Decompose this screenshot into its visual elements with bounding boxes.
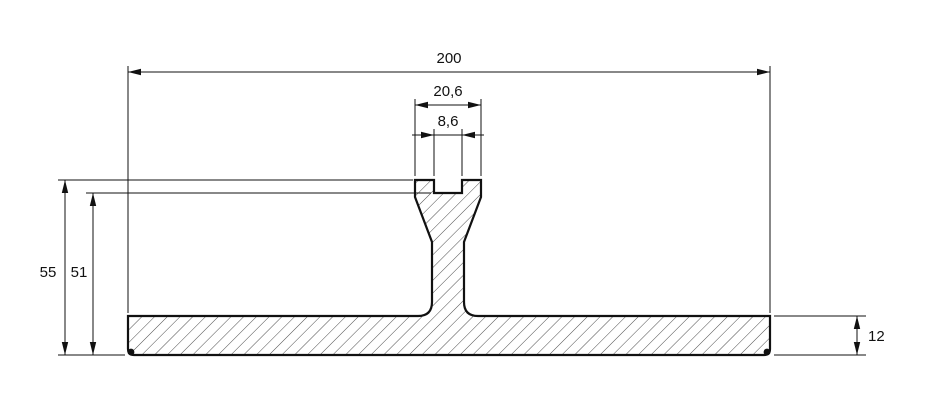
arrowhead <box>468 101 481 109</box>
dim-label-total-width: 200 <box>436 50 461 67</box>
dim-total-height: 55 <box>40 179 413 356</box>
corner-dot-right <box>763 348 771 356</box>
dim-label-total-height: 55 <box>40 264 57 281</box>
arrowhead <box>853 316 861 329</box>
arrowhead <box>89 193 97 206</box>
arrowhead <box>61 180 69 193</box>
arrowhead <box>128 68 141 76</box>
corner-dot-left <box>127 348 135 356</box>
arrowhead <box>61 342 69 355</box>
arrowhead <box>462 131 475 139</box>
arrowhead <box>89 342 97 355</box>
arrowhead <box>415 101 428 109</box>
dim-total-width: 200 <box>127 50 771 313</box>
dim-label-inner-height: 51 <box>71 264 88 281</box>
dim-slot-width: 8,6 <box>412 113 484 176</box>
dim-label-head-width: 20,6 <box>433 83 462 100</box>
t-profile-section <box>126 178 772 357</box>
dim-label-flange-thickness: 12 <box>868 328 885 345</box>
dim-head-width: 20,6 <box>414 83 482 176</box>
arrowhead <box>421 131 434 139</box>
dim-flange-thickness: 12 <box>774 315 885 356</box>
arrowhead <box>853 342 861 355</box>
dim-label-slot-width: 8,6 <box>438 113 459 130</box>
dim-inner-height: 51 <box>71 192 431 355</box>
arrowhead <box>757 68 770 76</box>
